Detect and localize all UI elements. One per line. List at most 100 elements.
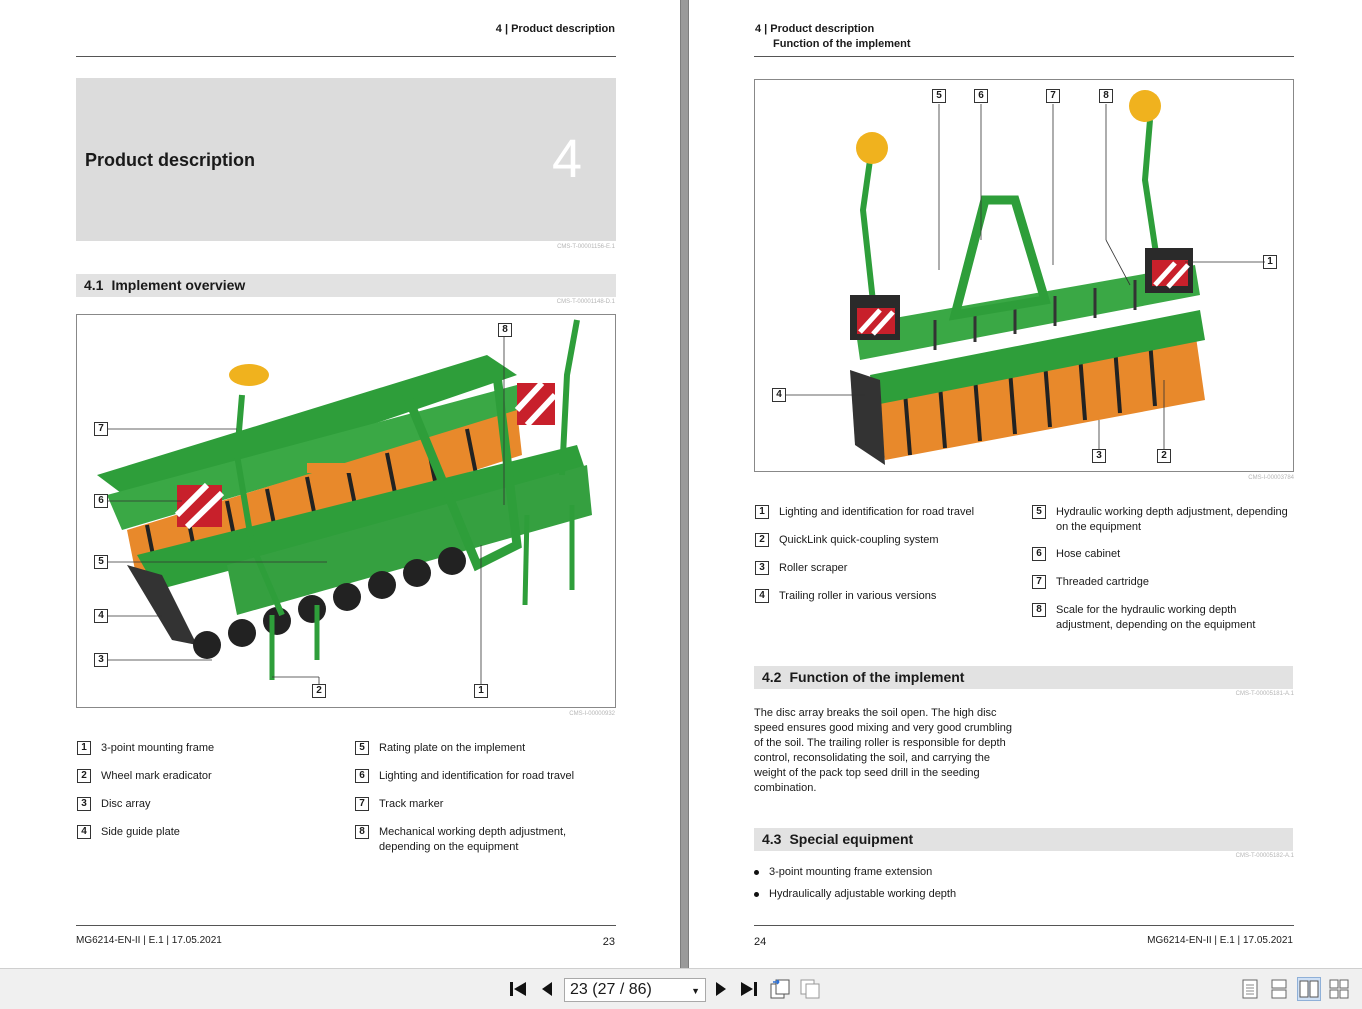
section-number: 4.1 — [84, 277, 104, 293]
disc-array — [193, 547, 466, 659]
side-guide-plate — [850, 370, 885, 465]
callout-4: 4 — [94, 609, 118, 623]
brand-label — [307, 463, 367, 473]
last-page-icon[interactable] — [737, 977, 761, 1001]
callout-5: 5 — [94, 555, 118, 569]
marker-disc — [229, 364, 269, 386]
callout-7: 7 — [1046, 89, 1070, 103]
track-marker-left — [859, 159, 878, 321]
first-page-icon[interactable] — [506, 977, 530, 1001]
footer-rule — [76, 925, 616, 926]
section-title: Function of the implement — [789, 669, 965, 685]
mounting-frame — [948, 195, 1051, 321]
single-page-view-icon[interactable] — [1238, 977, 1262, 1001]
previous-page-icon[interactable] — [535, 977, 559, 1001]
next-page-icon[interactable] — [709, 977, 733, 1001]
section-heading: 4.1 Implement overview — [76, 274, 616, 297]
cms-code: CMS-T-00001148-D.1 — [556, 299, 615, 305]
section-title: Implement overview — [111, 277, 246, 293]
tines — [933, 280, 1137, 350]
disc-frame — [227, 465, 592, 615]
callout-3: 3 — [1092, 449, 1116, 463]
cms-code: CMS-T-00005182-A.1 — [1235, 853, 1294, 859]
page-number-select[interactable]: 23 (27 / 86) ▼ — [564, 978, 706, 1002]
section-heading: 4.2 Function of the implement — [754, 666, 1293, 689]
list-item: Hydraulically adjustable working depth — [754, 888, 956, 900]
leader-lines — [786, 104, 1265, 450]
continuous-view-icon[interactable] — [1267, 977, 1291, 1001]
chevron-down-icon: ▼ — [691, 986, 700, 996]
header-rule — [76, 56, 616, 57]
facing-pages-view-icon[interactable] — [1297, 977, 1321, 1001]
callout-3: 3 — [94, 653, 118, 667]
running-subheader: Function of the implement — [773, 38, 911, 50]
chapter-number: 4 — [551, 129, 582, 189]
callout-2: 2 — [312, 684, 336, 698]
callout-6: 6 — [974, 89, 998, 103]
leader-lines — [107, 337, 505, 685]
callout-6: 6 — [94, 494, 118, 508]
page-number: 24 — [754, 936, 767, 948]
cms-code: CMS-T-00005181-A.1 — [1235, 691, 1294, 697]
continuous-facing-view-icon[interactable] — [1327, 977, 1351, 1001]
track-marker-right — [559, 319, 580, 476]
function-paragraph: The disc array breaks the soil open. The… — [754, 707, 1013, 794]
side-guide-plate — [127, 565, 197, 645]
track-marker-right — [1141, 119, 1163, 281]
trailing-roller — [875, 330, 1205, 460]
marker-disc-left — [856, 132, 888, 164]
page-divider — [680, 0, 689, 968]
right-page: 4 | Product description Function of the … — [689, 0, 1362, 968]
figure-code: CMS-I-00003784 — [1248, 475, 1294, 481]
callout-7: 7 — [94, 422, 118, 436]
chapter-box: Product description 4 — [76, 78, 616, 241]
section-number: 4.2 — [762, 669, 782, 685]
running-header: 4 | Product description — [495, 23, 615, 35]
callout-4: 4 — [772, 388, 796, 402]
insert-pages-icon[interactable] — [798, 977, 822, 1001]
lower-frame — [137, 445, 587, 590]
footer-rule — [754, 925, 1294, 926]
callout-2: 2 — [1157, 449, 1181, 463]
section-heading: 4.3 Special equipment — [754, 828, 1293, 851]
callout-1: 1 — [474, 684, 498, 698]
callout-8: 8 — [1099, 89, 1123, 103]
header-rule — [754, 56, 1294, 57]
chapter-title: Product description — [85, 150, 256, 170]
footer-doc-id: MG6214-EN-II | E.1 | 17.05.2021 — [76, 935, 222, 946]
function-figure: 5 6 7 8 1 4 3 2 — [754, 79, 1294, 472]
section-title: Special equipment — [789, 831, 914, 847]
left-page: 4 | Product description Product descript… — [0, 0, 680, 968]
figure-code: CMS-I-00000932 — [569, 711, 615, 717]
viewer-toolbar: 23 (27 / 86) ▼ — [0, 968, 1362, 1009]
callout-8: 8 — [498, 323, 522, 337]
callout-1: 1 — [1263, 255, 1287, 269]
implement-overview-figure: 8 7 6 5 4 3 2 1 — [76, 314, 616, 708]
main-frame — [855, 265, 1200, 360]
extract-pages-icon[interactable] — [768, 977, 792, 1001]
callout-5: 5 — [932, 89, 956, 103]
section-number: 4.3 — [762, 831, 782, 847]
track-marker-left — [233, 394, 285, 617]
mounting-frame — [400, 369, 522, 572]
wheel-mark-eradicators — [269, 505, 575, 680]
cms-code: CMS-T-00001156-E.1 — [557, 244, 615, 250]
rear-frame — [870, 310, 1205, 405]
page-number: 23 — [602, 936, 615, 948]
page-indicator: 23 (27 / 86) — [570, 981, 652, 998]
